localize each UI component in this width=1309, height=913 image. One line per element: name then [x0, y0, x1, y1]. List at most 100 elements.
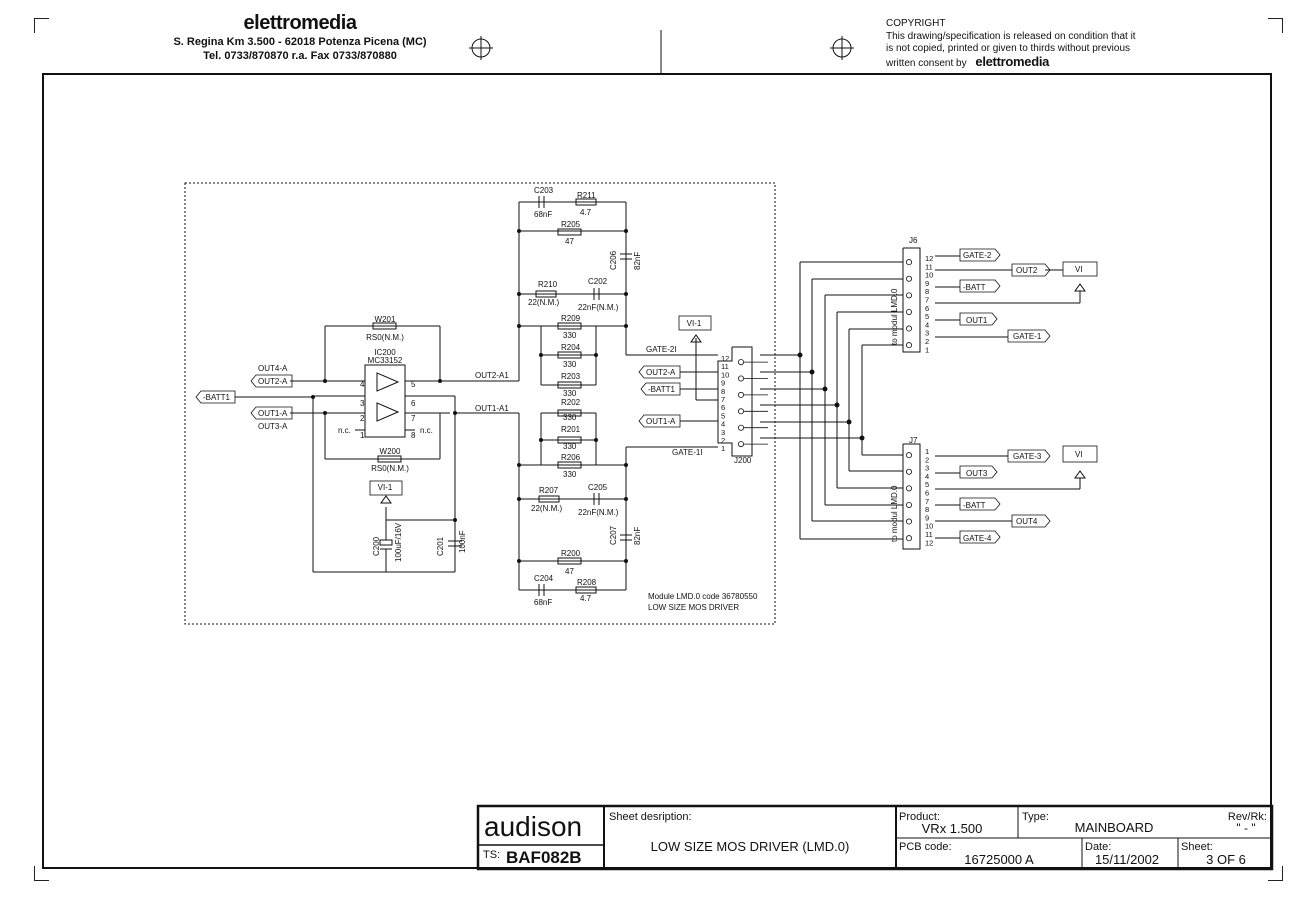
j200-pin-number: 2	[721, 436, 725, 445]
j6-side-label: to modul LMD.0	[890, 288, 899, 345]
c202-label: C202	[588, 277, 608, 286]
j200-pin-number: 4	[721, 420, 725, 429]
w201-symbol	[372, 322, 397, 330]
c201-label: C201	[436, 536, 445, 556]
r207-value: 22(N.M.)	[531, 504, 562, 513]
c206-value: 82nF	[633, 252, 642, 270]
net-gate-2i: GATE-2I	[646, 345, 677, 354]
j200-pin-number: 8	[721, 387, 725, 396]
sheet-value: 3 OF 6	[1206, 852, 1246, 867]
corner-mark-top-left	[34, 18, 49, 33]
ic-pin-8: 8	[411, 431, 416, 440]
date-label: Date:	[1085, 841, 1111, 853]
r201-value: 330	[563, 442, 577, 451]
ts-label: TS:	[483, 849, 500, 861]
net-out1-a: OUT1-A	[258, 409, 288, 418]
r211-value: 4.7	[580, 208, 592, 217]
j6-net-batt: -BATT	[963, 283, 986, 292]
component-labels: W201 RS0(N.M.) IC200 MC33152 W200 RS0(N.…	[203, 186, 1083, 612]
j200-pin-number: 11	[721, 362, 729, 371]
j7-pin-contact	[906, 452, 913, 459]
j7-label: J7	[909, 436, 918, 445]
j7-pin-number: 11	[925, 530, 933, 539]
j7-net-batt: -BATT	[963, 501, 986, 510]
elettromedia-logo: elettromedia	[243, 12, 357, 34]
j6-pin-number: 3	[925, 329, 929, 338]
j7-pin-number: 6	[925, 489, 929, 498]
r202-label: R202	[561, 398, 581, 407]
j6-pin-number: 4	[925, 320, 929, 329]
j200-net-out2-a: OUT2-A	[646, 368, 676, 377]
j200-pin-number: 5	[721, 411, 725, 420]
j6-pin-number: 2	[925, 337, 929, 346]
audison-logo: audison	[484, 811, 582, 842]
r201-label: R201	[561, 425, 581, 434]
type-value: MAINBOARD	[1075, 820, 1154, 835]
product-label: Product:	[899, 811, 940, 823]
corner-mark-top-right	[1268, 18, 1283, 33]
net-vi1-left: VI-1	[378, 483, 393, 492]
r206-label: R206	[561, 453, 581, 462]
j7-pin-number: 9	[925, 513, 929, 522]
j6-pin-contact	[906, 292, 913, 299]
j7-pin-number: 10	[925, 522, 933, 531]
header-address-block: elettromedia S. Regina Km 3.500 - 62018 …	[150, 12, 450, 63]
ic-pin-3: 3	[360, 399, 365, 408]
j6-pin-contact	[906, 275, 913, 282]
r203-value: 330	[563, 389, 577, 398]
module-boundary	[184, 182, 776, 625]
j7-pin-contact	[906, 501, 913, 508]
r206-value: 330	[563, 470, 577, 479]
title-block-text: audison TS: BAF082B Sheet desription: LO…	[483, 811, 1267, 867]
j6-net-gate-1: GATE-1	[1013, 332, 1042, 341]
r210-label: R210	[538, 280, 558, 289]
net-out2-a1: OUT2-A1	[475, 371, 509, 380]
j200-pin-contact	[738, 408, 745, 415]
vi-1-supply-arrow	[380, 495, 392, 504]
corner-mark-bottom-left	[34, 866, 49, 881]
j7-net-gate-3: GATE-3	[1013, 452, 1042, 461]
c201-value: 100nF	[458, 530, 467, 553]
j200-pin-number: 9	[721, 379, 725, 388]
copyright-title: COPYRIGHT	[886, 18, 946, 29]
j6-pin-number: 12	[925, 254, 933, 263]
w201-label: W201	[375, 315, 396, 324]
c204-value: 68nF	[534, 598, 552, 607]
c206-label: C206	[609, 250, 618, 270]
rev-label: Rev/Rk:	[1228, 811, 1267, 823]
j6-label: J6	[909, 236, 918, 245]
j200-pin-number: 10	[721, 370, 729, 379]
r204-label: R204	[561, 343, 581, 352]
sheet-description-label: Sheet desription:	[609, 811, 692, 823]
net-vi1-right: VI-1	[687, 319, 702, 328]
j7-net-out3: OUT3	[966, 469, 988, 478]
j200-pin-contact	[738, 375, 745, 382]
r203-label: R203	[561, 372, 581, 381]
j7-pin-number: 8	[925, 505, 929, 514]
w200-symbol	[377, 455, 402, 463]
j7-net-gate-4: GATE-4	[963, 534, 992, 543]
j200-net-batt1: -BATT1	[648, 385, 676, 394]
j200-pin-number: 7	[721, 395, 725, 404]
copyright-line-3: written consent by	[886, 57, 967, 69]
pcb-code-value: 16725000 A	[964, 852, 1034, 867]
j200-pin-number: 3	[721, 428, 725, 437]
c205-value: 22nF(N.M.)	[578, 508, 619, 517]
j7-pin-number: 3	[925, 464, 929, 473]
r207-label: R207	[539, 486, 559, 495]
j200-pin-contact	[738, 391, 745, 398]
ic-pin-4: 4	[360, 380, 365, 389]
r211-label: R211	[577, 191, 596, 200]
j200-label: J200	[734, 456, 752, 465]
j7-pin-number: 5	[925, 480, 929, 489]
j6-pin-number: 8	[925, 287, 929, 296]
ts-value: BAF082B	[506, 848, 582, 867]
net-out1-a1: OUT1-A1	[475, 404, 509, 413]
c200-value: 100uF/16V	[394, 522, 403, 562]
net-gate-1i: GATE-1I	[672, 448, 703, 457]
c207-value: 82nF	[633, 527, 642, 545]
j7-pin-contact	[906, 518, 913, 525]
j6-net-vi: VI	[1075, 265, 1083, 274]
r205-value: 47	[565, 237, 574, 246]
